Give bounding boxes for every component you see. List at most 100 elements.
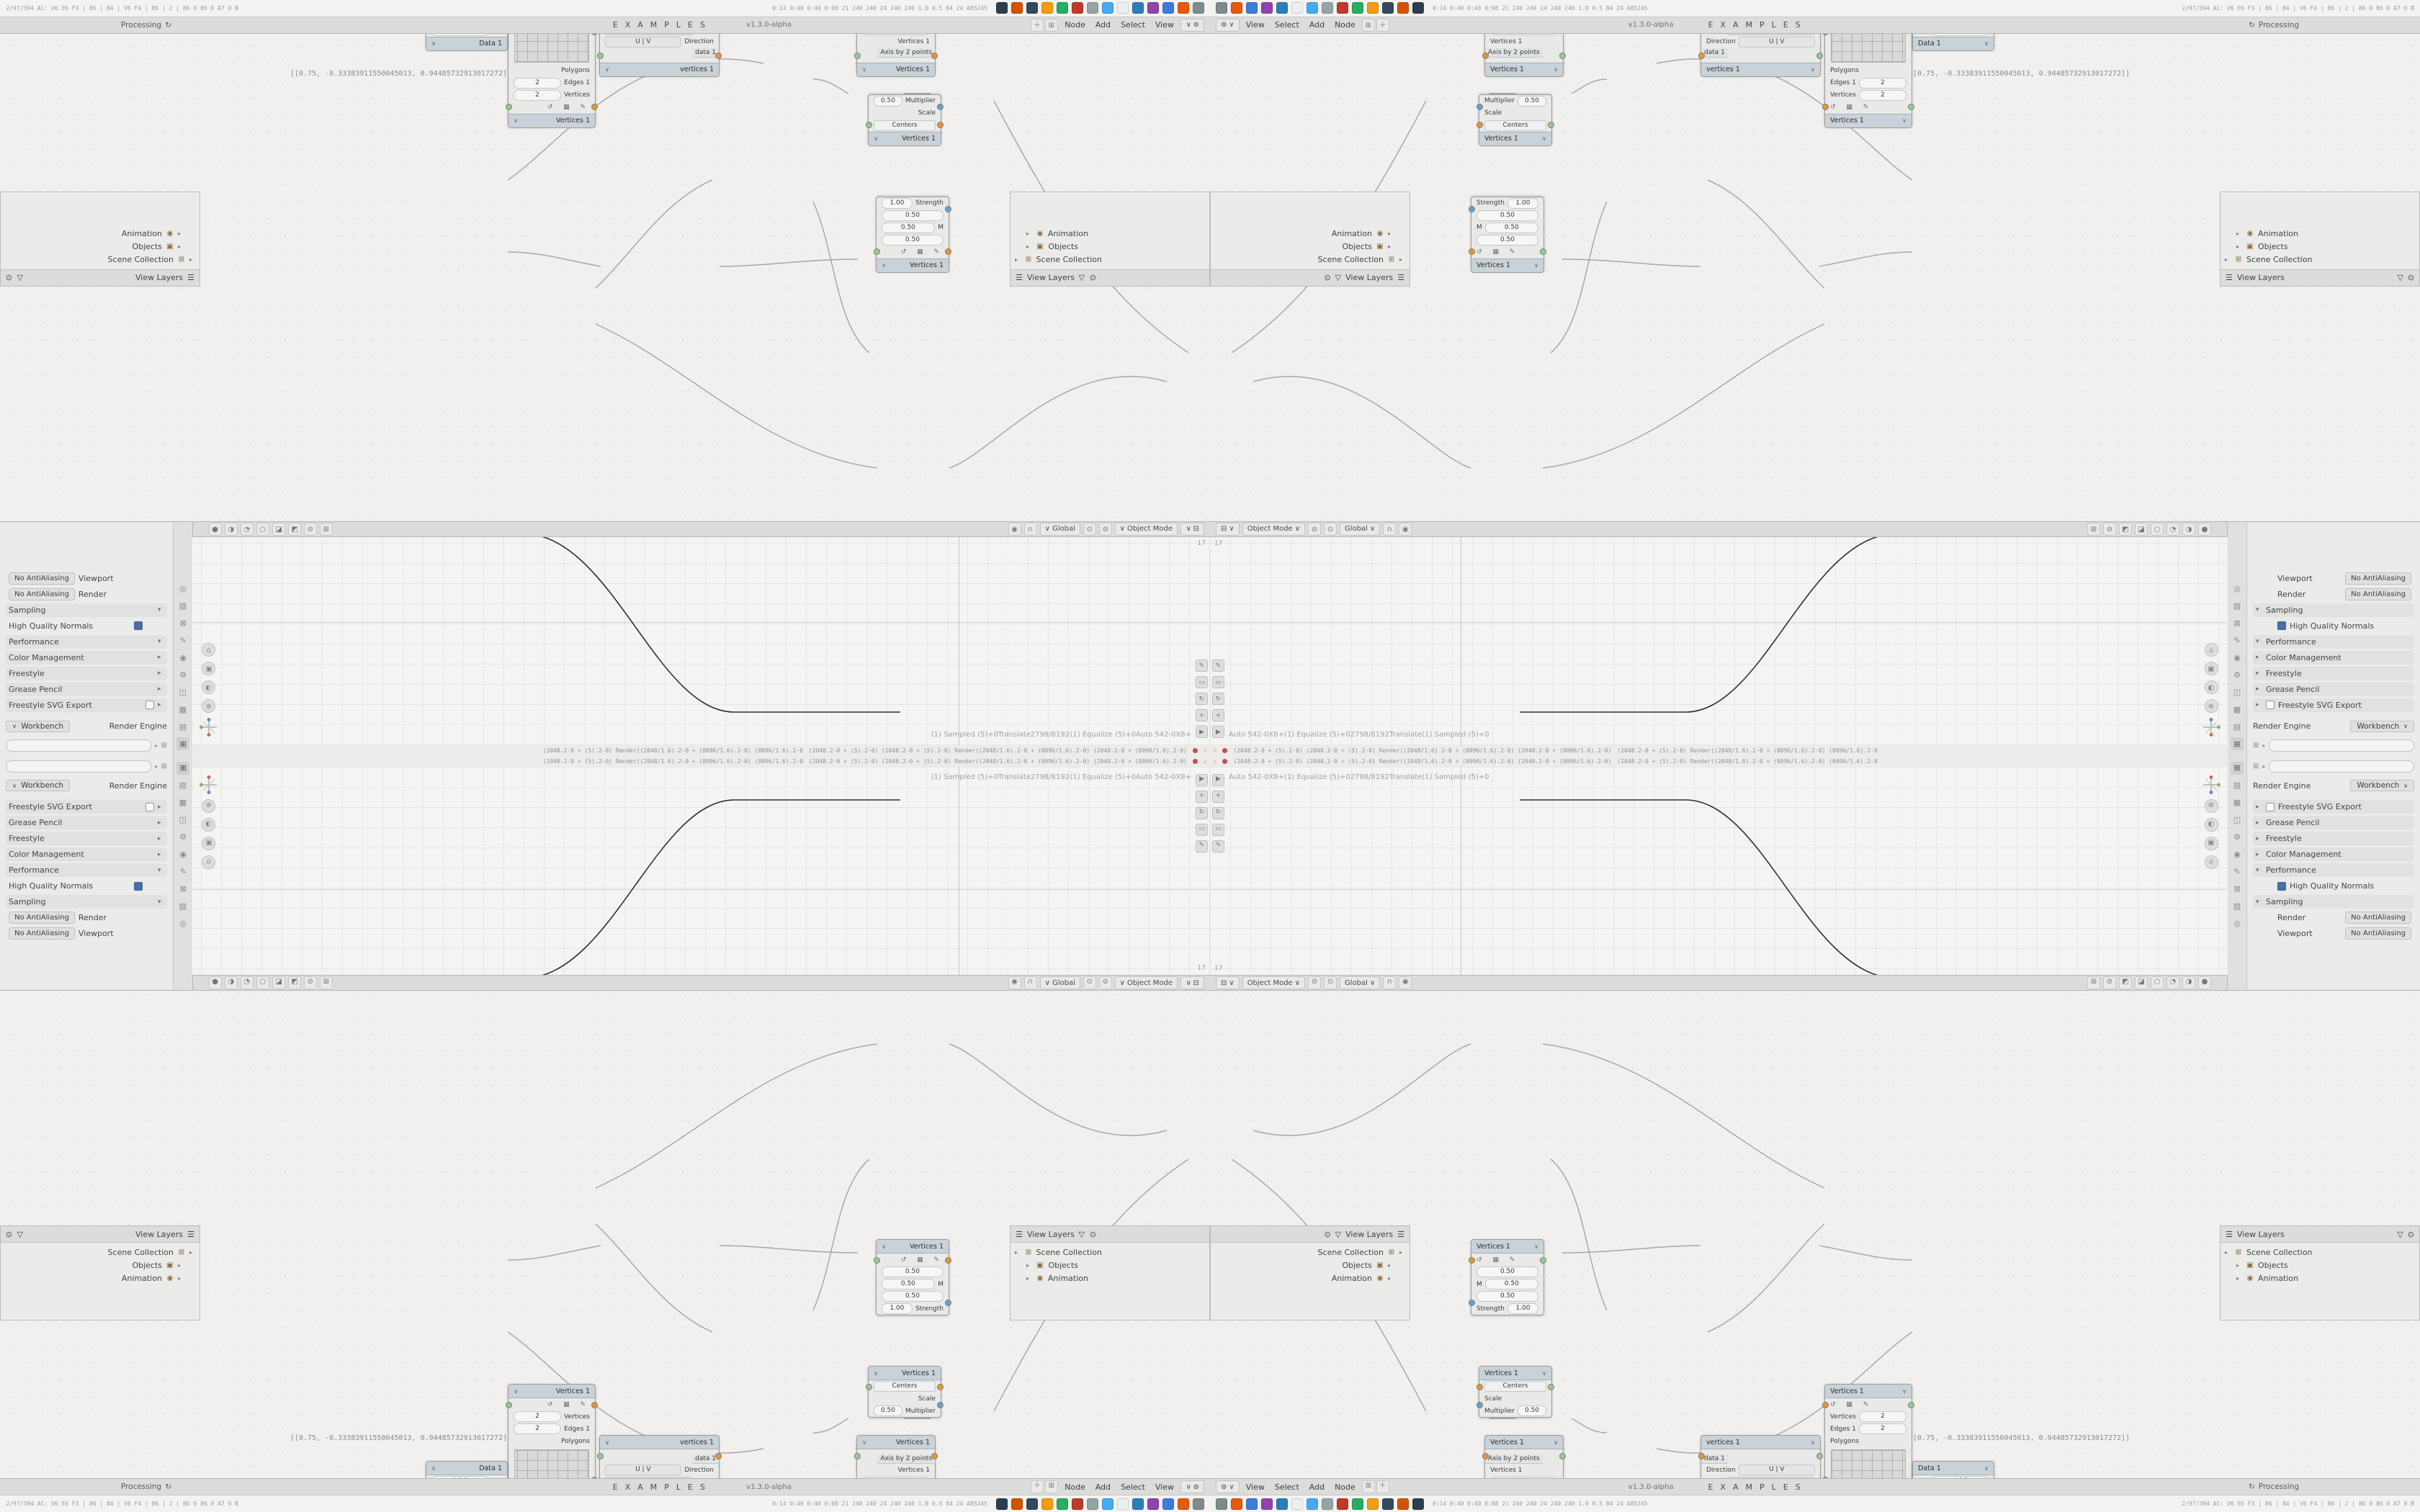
node-row[interactable]: Vertices 1 bbox=[1490, 38, 1523, 46]
node-row[interactable]: Cycle U | V bbox=[600, 34, 719, 36]
node-row[interactable]: ↺ ▦ ✎ bbox=[900, 248, 944, 256]
pin-icon[interactable]: ⊞ bbox=[1045, 1480, 1059, 1493]
node-row[interactable] bbox=[1831, 1449, 1906, 1478]
input-socket[interactable] bbox=[1469, 1300, 1475, 1306]
viewport-header-icon[interactable]: ◑ bbox=[225, 523, 238, 536]
menu-item[interactable]: Node bbox=[1335, 20, 1355, 30]
pin-icon[interactable]: ⊞ bbox=[1361, 19, 1375, 32]
node-row[interactable]: Polygons bbox=[560, 1437, 590, 1445]
node-header[interactable]: Vertices 1 ∨ bbox=[877, 258, 949, 272]
outliner-row[interactable]: ▸ ▣ Objects bbox=[2236, 1260, 2288, 1270]
axis-navigation-gizmo[interactable] bbox=[2202, 775, 2220, 794]
node-row[interactable]: Polygons bbox=[560, 67, 590, 75]
node-header[interactable]: Vertices 1 ∨ bbox=[1471, 1240, 1543, 1254]
input-socket[interactable] bbox=[937, 122, 944, 128]
node-value-field[interactable]: 0.50 bbox=[1484, 1279, 1538, 1290]
node-value-field[interactable]: 2 bbox=[1858, 1423, 1906, 1434]
node-value-field[interactable]: 0.000 bbox=[862, 1477, 930, 1478]
properties-panel-row[interactable]: High Quality Normals bbox=[2253, 619, 2414, 633]
search-icon[interactable]: ⊙ bbox=[1089, 273, 1096, 283]
properties-tab-icon[interactable]: ▦ bbox=[179, 705, 187, 714]
node-value-field[interactable]: Centers bbox=[1484, 1381, 1546, 1392]
node-value-field[interactable]: 2 bbox=[514, 1423, 562, 1434]
node-value-field[interactable]: 0 36 bbox=[1932, 34, 1989, 36]
node-row[interactable]: Scale bbox=[918, 109, 936, 117]
node-header[interactable]: Data 1 ∨ bbox=[426, 1462, 507, 1475]
outliner-row[interactable]: ▸ ⊞ Scene Collection bbox=[2225, 1247, 2313, 1257]
node-tree-name[interactable]: EXAMPLES bbox=[1708, 1482, 1808, 1492]
properties-panel-row[interactable]: ▸ Grease Pencil bbox=[6, 683, 167, 696]
outliner-row[interactable]: ▸ ⊞ Scene Collection bbox=[2225, 255, 2313, 265]
properties-tab-icon[interactable]: ⚙ bbox=[179, 670, 187, 680]
viewport-tool-icon[interactable]: + bbox=[1212, 709, 1224, 721]
node-row[interactable]: Direction U | V bbox=[600, 36, 719, 48]
properties-panel-row[interactable]: ▸ Color Management bbox=[2253, 847, 2414, 861]
output-socket[interactable] bbox=[874, 248, 880, 255]
input-socket[interactable] bbox=[945, 206, 951, 212]
node-header[interactable]: vertices 1 ∨ bbox=[1701, 63, 1820, 76]
properties-tab-icon[interactable]: ◎ bbox=[2233, 584, 2241, 593]
view-icon[interactable]: ⊘ bbox=[1098, 523, 1112, 536]
properties-tab-icon[interactable]: ◫ bbox=[179, 688, 187, 697]
menu-item[interactable]: Add bbox=[1095, 1482, 1111, 1492]
node-row[interactable] bbox=[1831, 34, 1906, 63]
output-socket[interactable] bbox=[874, 1257, 880, 1264]
checkbox[interactable] bbox=[145, 802, 154, 811]
properties-panel-row[interactable]: ▸ Freestyle bbox=[6, 667, 167, 680]
node-row[interactable]: Edges 1 2 bbox=[1825, 77, 1912, 89]
viewport-tool-icon[interactable]: ✎ bbox=[1212, 660, 1224, 672]
new-tree-icon[interactable]: ＋ bbox=[1376, 19, 1389, 32]
search-icon[interactable]: ⊙ bbox=[6, 1229, 13, 1239]
pin-icon[interactable]: ⊞ bbox=[1361, 1480, 1375, 1493]
properties-panel-row[interactable]: ▸ Grease Pencil bbox=[6, 816, 167, 829]
properties-tab-icon[interactable]: ◫ bbox=[179, 815, 187, 824]
node-header[interactable]: Vertices 1 ∨ bbox=[508, 114, 595, 127]
viewport-header-icon[interactable]: ⊘ bbox=[2103, 976, 2116, 989]
search-icon[interactable]: ⊙ bbox=[1324, 1229, 1331, 1239]
node-row[interactable]: Strength 1.00 bbox=[877, 197, 949, 210]
node-row[interactable]: 0.50 bbox=[877, 1266, 949, 1278]
transform-orientation-dropdown[interactable]: Global ∨ bbox=[1340, 523, 1381, 536]
viewport-gizmo-icon[interactable]: ▣ bbox=[202, 837, 216, 850]
proportional-edit-icon[interactable]: ◉ bbox=[1008, 523, 1021, 536]
proportional-edit-icon[interactable]: ◉ bbox=[1399, 976, 1412, 989]
viewport-header-icon[interactable]: ◪ bbox=[272, 523, 285, 536]
viewport-header-icon[interactable]: ◑ bbox=[2182, 976, 2195, 989]
node-value-field[interactable]: 0.50 bbox=[874, 96, 903, 107]
taskbar-app-icon[interactable] bbox=[1087, 1498, 1098, 1510]
outliner-row[interactable]: ▸ ⊞ Scene Collection bbox=[5, 253, 195, 266]
properties-tab-icon[interactable]: ⚙ bbox=[2233, 832, 2241, 842]
node-value-field[interactable]: 2 bbox=[514, 1411, 562, 1422]
output-socket[interactable] bbox=[1548, 122, 1554, 128]
node-row[interactable]: Vertices 1 bbox=[1490, 1466, 1523, 1474]
taskbar-app-icon[interactable] bbox=[1178, 1498, 1189, 1510]
node-row[interactable]: run 0 36 bbox=[1913, 1475, 1994, 1478]
node-row[interactable]: Cycle U | V bbox=[1701, 34, 1820, 36]
node-row[interactable]: ↺ ▦ ✎ bbox=[1830, 1400, 1873, 1408]
display-mode-dropdown[interactable]: View Layers bbox=[1026, 1229, 1075, 1239]
node-row[interactable]: Vertices 2 bbox=[508, 1410, 595, 1423]
viewport-header-icon[interactable]: ● bbox=[209, 976, 222, 989]
node-row[interactable]: Multiplier 0.50 bbox=[1479, 95, 1551, 107]
node-header[interactable]: vertices 1 ∨ bbox=[600, 63, 719, 76]
node-subtitle[interactable]: Axis by 2 points bbox=[1485, 48, 1543, 58]
node-subtitle[interactable]: Axis by 2 points bbox=[877, 1454, 935, 1464]
taskbar-app-icon[interactable] bbox=[1147, 1498, 1159, 1510]
properties-tab-icon[interactable]: ⊠ bbox=[2233, 618, 2241, 628]
viewport-header-icon[interactable]: ◪ bbox=[2135, 523, 2148, 536]
node-row[interactable]: run 0 36 bbox=[426, 1475, 507, 1478]
outliner-row[interactable]: ▸ ⊞ Scene Collection bbox=[1015, 1247, 1103, 1257]
node-value-field[interactable]: 0.50 bbox=[1476, 1291, 1538, 1302]
taskbar-app-icon[interactable] bbox=[1291, 1498, 1303, 1510]
node-value-field[interactable]: U | V bbox=[1738, 37, 1815, 48]
properties-panel-row[interactable]: ▸ Grease Pencil bbox=[2253, 816, 2414, 829]
properties-panel-row[interactable]: ▸ Freestyle SVG Export bbox=[6, 800, 167, 814]
taskbar-app-icon[interactable] bbox=[1412, 1498, 1424, 1510]
properties-tab-icon[interactable]: ✎ bbox=[179, 867, 187, 876]
properties-tab-icon[interactable]: ⚙ bbox=[179, 832, 187, 842]
viewport-header-icon[interactable]: ⊘ bbox=[2103, 523, 2116, 536]
node-header[interactable]: Vertices 1 ∨ bbox=[1825, 1385, 1912, 1398]
viewport-header-icon[interactable]: ◪ bbox=[2135, 976, 2148, 989]
node-value-field[interactable]: U | V bbox=[605, 1477, 694, 1478]
output-socket[interactable] bbox=[506, 1402, 512, 1408]
